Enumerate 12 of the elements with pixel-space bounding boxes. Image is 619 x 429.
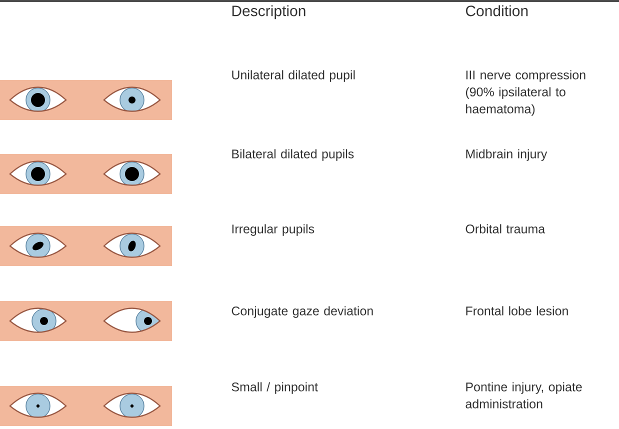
- table-cell-text: III nerve compression (90% ipsilateral to haematoma): [466, 70, 586, 116]
- table-cell-text: Midbrain injury: [466, 149, 548, 161]
- table-cell-text: Conjugate gaze deviation: [232, 306, 373, 318]
- table-cell-text: Bilateral dilated pupils: [232, 149, 354, 161]
- table-cell-text: Irregular pupils: [232, 224, 314, 236]
- table-cell-text: Unilateral dilated pupil: [232, 70, 355, 82]
- column-header: Condition: [466, 5, 528, 16]
- column-header: Description: [232, 5, 306, 20]
- table-cell-text: Orbital trauma: [466, 224, 546, 234]
- table-cell-text: Small / pinpoint: [232, 382, 318, 394]
- table-cell-text: Pontine injury, opiate administration: [466, 382, 582, 408]
- table-cell-text: Frontal lobe lesion: [466, 306, 568, 316]
